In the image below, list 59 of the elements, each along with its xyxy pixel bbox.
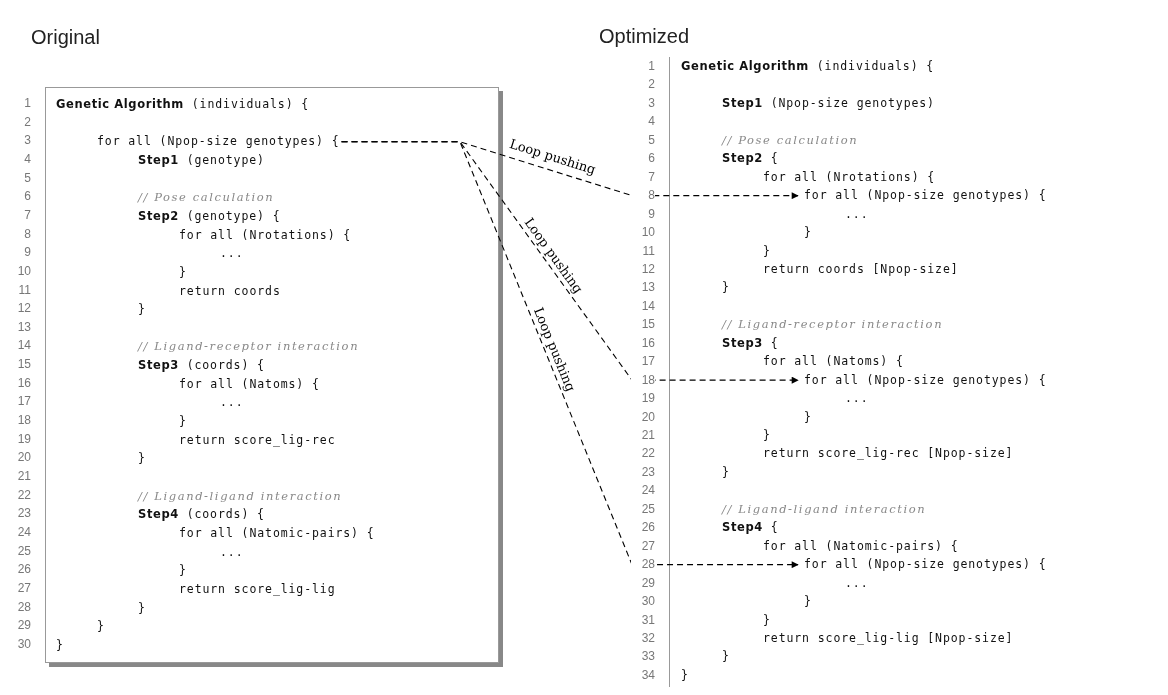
- code-line: for all (Npop-size genotypes) {: [804, 188, 1047, 204]
- code-line: Genetic Algorithm (individuals) {: [56, 97, 310, 112]
- code-line: ...: [220, 246, 244, 262]
- code-line: Genetic Algorithm (individuals) {: [681, 59, 935, 74]
- code-line: Step4 {: [722, 520, 779, 536]
- code-comment: // Pose calculation: [722, 132, 859, 148]
- code-line: ...: [220, 395, 244, 411]
- code-line: for all (Natoms) {: [179, 376, 320, 392]
- code-line: }: [722, 280, 730, 296]
- code-line: ...: [845, 575, 869, 591]
- code-line: for all (Npop-size genotypes) {: [804, 557, 1047, 573]
- code-line: for all (Nrotations) {: [763, 169, 936, 185]
- code-line: for all (Nrotations) {: [179, 227, 352, 243]
- code-line: }: [138, 302, 146, 318]
- code-line: }: [763, 243, 771, 259]
- code-line: }: [56, 637, 64, 653]
- code-comment: // Ligand-ligand interaction: [138, 488, 343, 504]
- code-line: for all (Natoms) {: [763, 354, 904, 370]
- code-line: }: [681, 667, 689, 683]
- code-line: }: [179, 264, 187, 280]
- code-line: return score_lig-lig [Npop-size]: [763, 630, 1014, 646]
- code-line: ...: [845, 391, 869, 407]
- code-line: for all (Natomic-pairs) {: [179, 525, 375, 541]
- code-line: return score_lig-lig: [179, 581, 336, 597]
- code-line: return coords: [179, 283, 281, 299]
- code-line: Step2 (genotype) {: [138, 208, 281, 224]
- code-line: }: [722, 464, 730, 480]
- code-line: ...: [220, 544, 244, 560]
- dashed-arrow: [340, 141, 799, 569]
- code-line: Step2 {: [722, 151, 779, 167]
- code-line: }: [97, 619, 105, 635]
- code-line: }: [179, 563, 187, 579]
- code-line: }: [804, 594, 812, 610]
- code-line: ...: [845, 206, 869, 222]
- code-line: return coords [Npop-size]: [763, 261, 959, 277]
- code-line: Step4 (coords) {: [138, 507, 265, 523]
- code-line: }: [138, 451, 146, 467]
- code-line: Step3 (coords) {: [138, 358, 265, 374]
- code-comment: // Ligand-ligand interaction: [722, 501, 927, 517]
- panel-title: Optimized: [599, 25, 690, 48]
- code-comment: // Ligand-receptor interaction: [722, 317, 944, 333]
- code-comment: // Ligand-receptor interaction: [138, 339, 360, 355]
- code-line: }: [763, 612, 771, 628]
- code-line: }: [804, 409, 812, 425]
- code-line: Step3 {: [722, 335, 779, 351]
- code-line: }: [804, 225, 812, 241]
- code-line: }: [763, 428, 771, 443]
- code-line: }: [138, 600, 146, 616]
- panel-title: Original: [31, 26, 100, 49]
- code-line: for all (Npop-size genotypes) {: [97, 134, 340, 150]
- code-line: return score_lig-rec [Npop-size]: [763, 446, 1014, 462]
- code-comment: // Pose calculation: [138, 190, 275, 206]
- code-line: Step1 (Npop-size genotypes): [722, 95, 935, 111]
- code-line: }: [179, 414, 187, 430]
- code-line: return score_lig-rec: [179, 432, 336, 448]
- code-line: Step1 (genotype): [138, 152, 265, 168]
- code-line: }: [722, 649, 730, 665]
- code-line: for all (Npop-size genotypes) {: [804, 372, 1047, 388]
- code-line: for all (Natomic-pairs) {: [763, 538, 959, 554]
